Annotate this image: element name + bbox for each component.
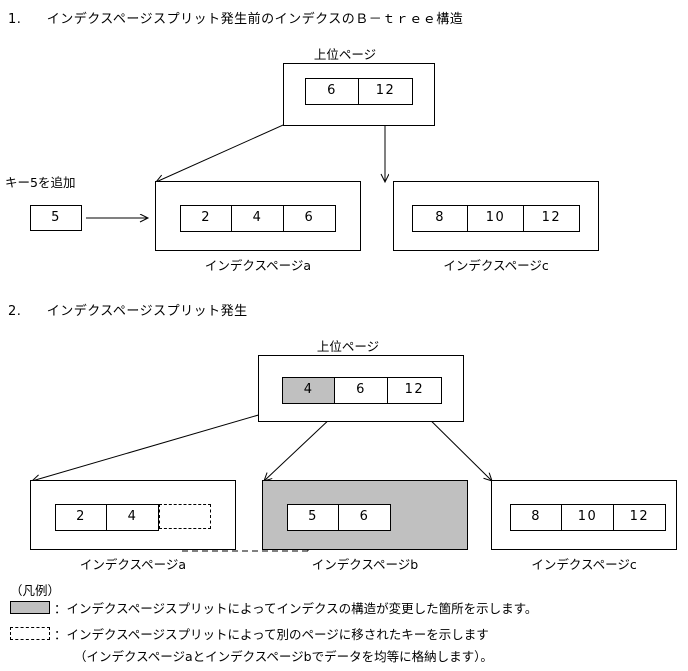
key-cell: 5: [288, 505, 340, 530]
key-cell: 10: [468, 206, 524, 231]
key-cell: 6: [339, 505, 390, 530]
key-cell: 2: [56, 505, 108, 530]
index-page-c-cells-2: 8 10 12: [510, 504, 666, 531]
root-page-cells-1: 6 12: [305, 78, 413, 105]
key-cell: 8: [413, 206, 469, 231]
index-page-b-cells-2: 5 6: [287, 504, 391, 531]
key-cell: 6: [335, 378, 388, 403]
key-cell: 12: [359, 79, 412, 104]
key-cell: 4: [232, 206, 284, 231]
root-page-label-2: 上位ページ: [316, 339, 380, 354]
key-cell-shaded: 4: [283, 378, 336, 403]
index-page-b-caption-2: インデクスページb: [311, 557, 419, 572]
legend-item-dashed-subtext: （インデクスページaとインデクスページbでデータを均等に格納します）。: [74, 649, 493, 664]
index-page-a-cells-2: 2 4: [55, 504, 159, 531]
section-1-heading: 1. インデクスページスプリット発生前のインデクスのＢ－ｔｒｅｅ構造: [8, 8, 463, 27]
key-cell: 10: [562, 505, 614, 530]
root-page-cells-2: 4 6 12: [282, 377, 442, 404]
index-page-c-cells-1: 8 10 12: [412, 205, 580, 232]
legend-item-dashed-text: ：インデクスページスプリットによって別のページに移されたキーを示します: [54, 627, 489, 642]
input-key-box: 5: [30, 205, 82, 231]
moved-key-placeholder-cell: [159, 504, 211, 529]
index-page-a-cells-1: 2 4 6: [180, 205, 336, 232]
index-page-c-caption-1: インデクスページc: [443, 258, 549, 273]
section-2-title: インデクスページスプリット発生: [46, 304, 248, 319]
index-page-c-caption-2: インデクスページc: [531, 557, 637, 572]
legend-title: （凡例）: [10, 583, 61, 598]
key-cell: 4: [107, 505, 158, 530]
legend-swatch-dashed: [10, 627, 50, 640]
legend-item-shaded-text: ：インデクスページスプリットによってインデクスの構造が変更した箇所を示します。: [54, 601, 538, 616]
section-1-number: 1.: [8, 12, 22, 27]
section-1-title: インデクスページスプリット発生前のインデクスのＢ－ｔｒｅｅ構造: [46, 12, 464, 27]
key-cell: 6: [283, 206, 336, 231]
section-2-number: 2.: [8, 304, 22, 319]
key-cell: 12: [613, 505, 666, 530]
index-page-a-caption-1: インデクスページa: [204, 258, 312, 273]
key-cell: 12: [523, 206, 580, 231]
add-key-label: キー5を追加: [5, 175, 76, 190]
key-cell: 2: [181, 206, 233, 231]
key-cell: 8: [511, 505, 563, 530]
index-page-a-caption-2: インデクスページa: [79, 557, 187, 572]
legend-swatch-shaded: [10, 601, 50, 614]
section-2-heading: 2. インデクスページスプリット発生: [8, 300, 248, 319]
root-page-label-1: 上位ページ: [313, 47, 377, 62]
key-cell: 12: [387, 378, 441, 403]
key-cell: 6: [306, 79, 360, 104]
